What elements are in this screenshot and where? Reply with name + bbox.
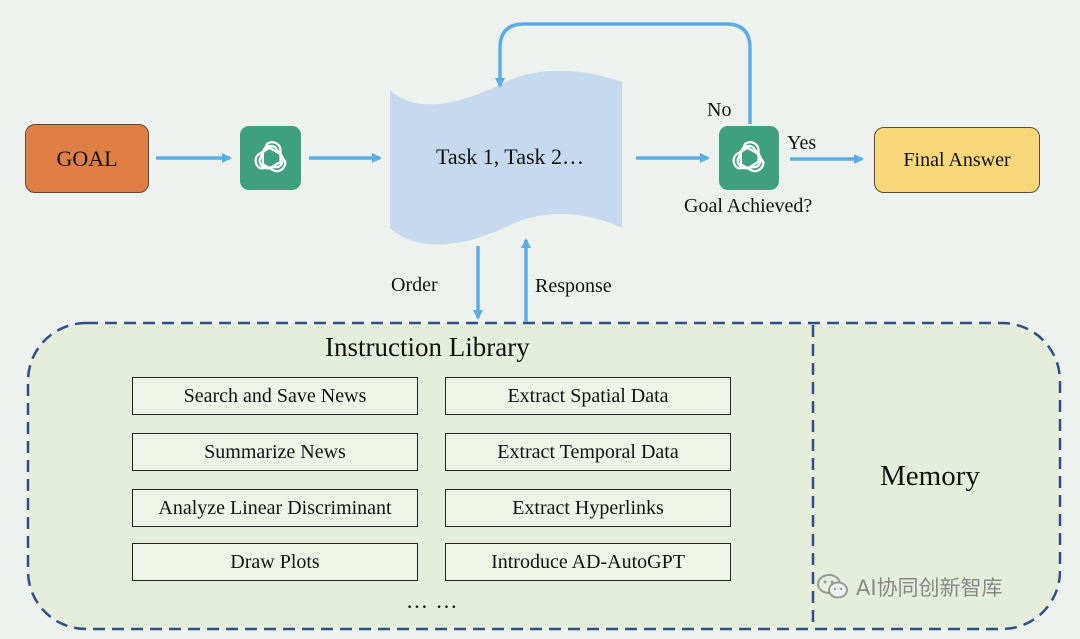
no-label: No	[707, 99, 732, 121]
goal-box: GOAL	[25, 124, 149, 193]
instruction-item: Extract Hyperlinks	[445, 489, 731, 527]
order-label: Order	[391, 274, 438, 296]
instruction-item: Draw Plots	[132, 543, 418, 581]
more-items-ellipsis: … …	[406, 588, 459, 613]
response-label: Response	[535, 275, 612, 297]
instruction-item: Analyze Linear Discriminant	[132, 489, 418, 527]
instruction-item: Introduce AD-AutoGPT	[445, 543, 731, 581]
instruction-item: Extract Spatial Data	[445, 377, 731, 415]
wechat-icon	[817, 574, 848, 599]
final-answer-box: Final Answer	[874, 127, 1040, 193]
goal-achieved-label: Goal Achieved?	[684, 195, 813, 217]
instruction-library-title: Instruction Library	[325, 332, 530, 362]
arrow-no-loop	[495, 22, 752, 124]
instruction-item: Extract Temporal Data	[445, 433, 731, 471]
memory-label: Memory	[880, 460, 980, 492]
task-list-scroll	[390, 70, 622, 245]
watermark-text: AI协同创新智库	[856, 576, 1003, 600]
instruction-item: Search and Save News	[132, 377, 418, 415]
watermark: AI协同创新智库	[816, 572, 1003, 602]
openai-logo-icon	[719, 126, 779, 190]
instruction-item: Summarize News	[132, 433, 418, 471]
yes-label: Yes	[787, 132, 817, 154]
openai-logo-icon	[240, 126, 301, 190]
task-list-label: Task 1, Task 2…	[435, 144, 585, 169]
